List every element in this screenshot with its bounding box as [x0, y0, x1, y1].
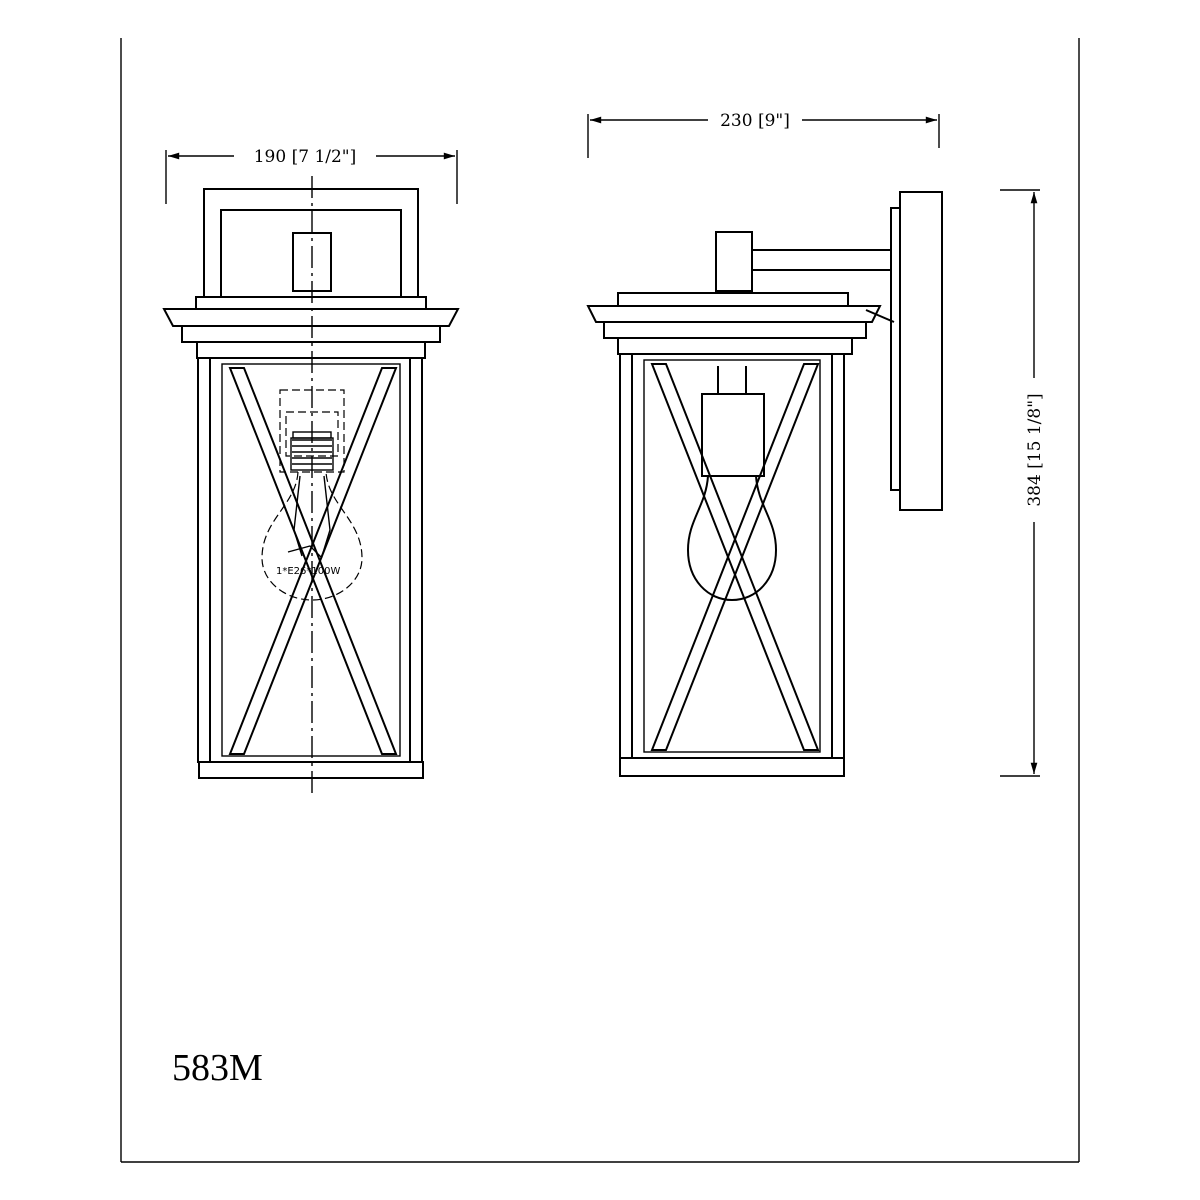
dimension-front-width: 190 [7 1/2"]: [165, 147, 458, 204]
front-view: 1*E26*100W: [162, 176, 460, 798]
width-side-label: 230 [9"]: [720, 111, 790, 131]
side-view: [586, 191, 943, 777]
height-label: 384 [15 1/8"]: [1025, 393, 1045, 506]
bulb-spec-label: 1*E26*100W: [276, 566, 340, 577]
dimension-side-width: 230 [9"]: [587, 111, 940, 158]
page-frame: [120, 38, 1080, 1163]
dimension-height: 384 [15 1/8"]: [1000, 189, 1045, 777]
width-front-label: 190 [7 1/2"]: [254, 147, 357, 167]
model-number: 583M: [172, 1047, 263, 1089]
